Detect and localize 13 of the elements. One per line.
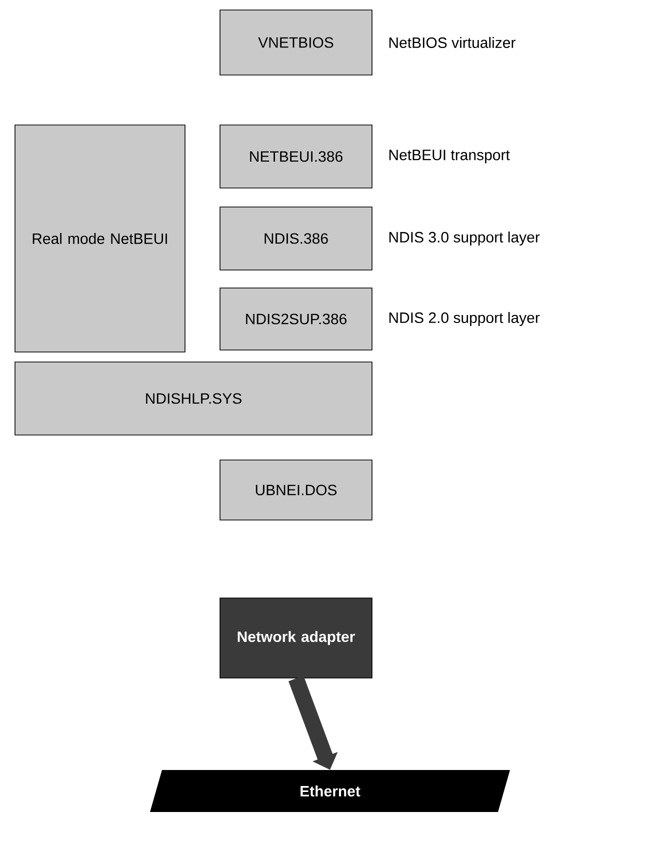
layer-box: NETBEUI.386	[220, 124, 372, 188]
adapter-box: Network adapter	[220, 598, 372, 678]
description-label: NDIS 3.0 support layer	[389, 232, 540, 246]
layer-box: NDIS2SUP.386	[220, 288, 372, 350]
layer-box: UBNEI.DOS	[220, 460, 372, 520]
layer-box: NDIS.386	[220, 206, 372, 270]
description-label: NetBIOS virtualizer	[389, 37, 516, 48]
description-label: NDIS 2.0 support layer	[389, 312, 540, 326]
layer-box: NDISHLP.SYS	[14, 362, 372, 436]
layer-box: VNETBIOS	[220, 10, 372, 76]
layer-box: Real mode NetBEUI	[14, 124, 186, 352]
description-label: NetBEUI transport	[389, 150, 510, 164]
network-band: Ethernet	[150, 770, 510, 812]
